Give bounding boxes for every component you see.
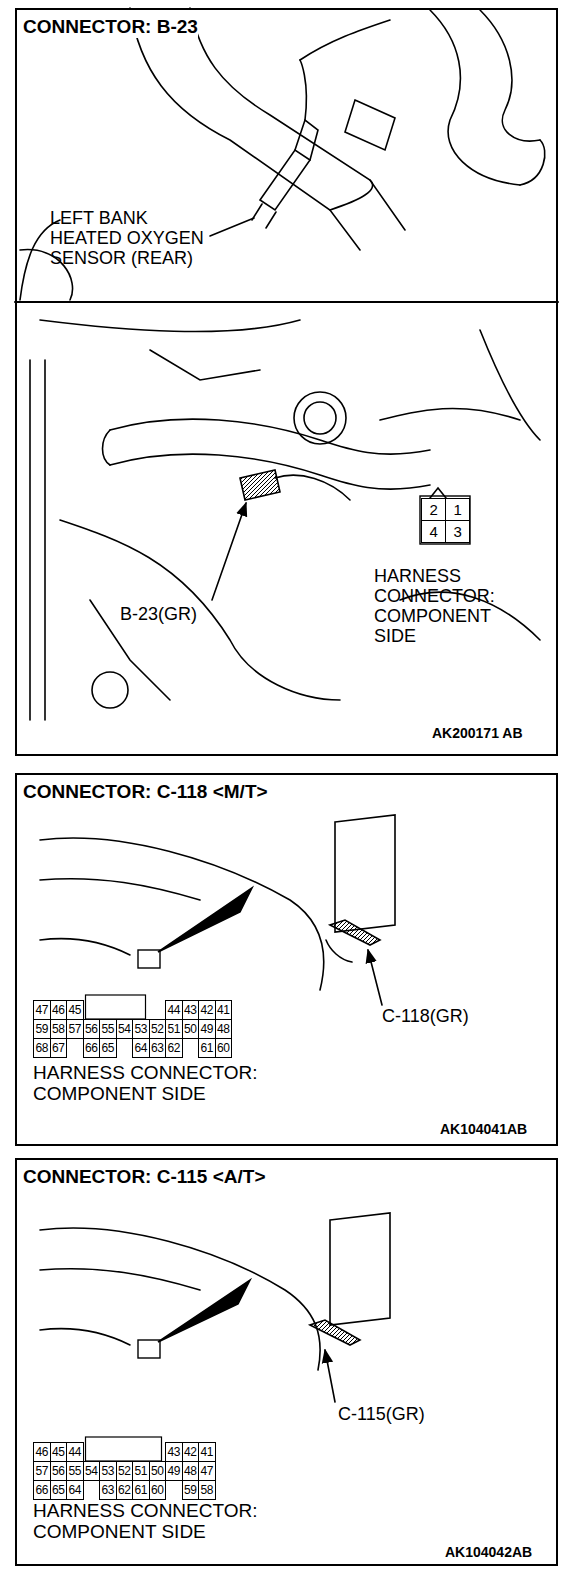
connector-code: C-115(GR) [338,1404,425,1424]
pin-number: 63 [99,1480,117,1500]
pin-number: 61 [198,1038,216,1058]
view-note: HARNESS CONNECTOR: COMPONENT SIDE [33,1062,303,1105]
pin-number: 63 [149,1038,167,1058]
pin-number: 47 [198,1461,216,1481]
pin-number: 52 [116,1461,134,1481]
pin-number: 42 [198,1000,216,1020]
figure-id: AK200171 AB [432,726,523,742]
pin-number: 4 [421,520,446,543]
pin-number: 59 [182,1480,200,1500]
part-name: LEFT BANK HEATED OXYGEN SENSOR (REAR) [50,208,215,268]
pin-number: 46 [50,1000,68,1020]
pin-number: 65 [50,1480,68,1500]
pin-number: 47 [33,1000,51,1020]
figure-id: AK104041AB [440,1122,527,1138]
pin-number: 65 [99,1038,117,1058]
pin-number: 3 [445,520,470,543]
pin-number: 44 [66,1442,84,1462]
pin-number: 53 [132,1019,150,1039]
pin-number: 60 [215,1038,233,1058]
pin-number: 57 [33,1461,51,1481]
pin-number: 49 [165,1461,183,1481]
pin-number: 48 [182,1461,200,1481]
pin-number: 66 [83,1038,101,1058]
pin-number: 66 [33,1480,51,1500]
pin-number: 46 [33,1442,51,1462]
pin-number: 55 [66,1461,84,1481]
view-note: HARNESS CONNECTOR: COMPONENT SIDE [33,1500,303,1543]
pin-number: 53 [99,1461,117,1481]
pin-number: 58 [198,1480,216,1500]
line-art [15,8,558,1461]
pin-number: 44 [165,1000,183,1020]
pin-number: 43 [165,1442,183,1462]
pin-number: 42 [182,1442,200,1462]
pin-number: 62 [165,1038,183,1058]
pin-number: 60 [149,1480,167,1500]
pin-number: 56 [83,1019,101,1039]
pin-number: 49 [198,1019,216,1039]
pin-number: 57 [66,1019,84,1039]
pin-number: 55 [99,1019,117,1039]
pin-number: 50 [182,1019,200,1039]
pin-number: 56 [50,1461,68,1481]
pin-number: 41 [215,1000,233,1020]
figure-id: AK104042AB [445,1545,532,1561]
pin-number: 45 [50,1442,68,1462]
pin-number: 41 [198,1442,216,1462]
panel-title: CONNECTOR: C-118 <M/T> [17,775,268,803]
panel-title: CONNECTOR: C-115 <A/T> [17,1160,265,1188]
pin-number: 68 [33,1038,51,1058]
pin-number: 58 [50,1019,68,1039]
pin-number: 67 [50,1038,68,1058]
pin-number: 51 [132,1461,150,1481]
pin-number: 54 [116,1019,134,1039]
pin-number: 61 [132,1480,150,1500]
connector-code: B-23(GR) [120,604,197,624]
pin-number: 54 [83,1461,101,1481]
pin-number: 59 [33,1019,51,1039]
pin-number: 62 [116,1480,134,1500]
pin-number: 64 [132,1038,150,1058]
pin-number: 43 [182,1000,200,1020]
pin-number: 50 [149,1461,167,1481]
pin-number: 64 [66,1480,84,1500]
connector-panel: CONNECTOR: B-23 [15,8,558,756]
pin-number: 51 [165,1019,183,1039]
pin-number: 2 [421,498,446,521]
connector-code: C-118(GR) [382,1006,469,1026]
panel-title: CONNECTOR: B-23 [17,10,198,38]
view-note: HARNESS CONNECTOR: COMPONENT SIDE [374,566,509,647]
pin-number: 45 [66,1000,84,1020]
pin-number: 1 [445,498,470,521]
pin-number: 52 [149,1019,167,1039]
pin-number: 48 [215,1019,233,1039]
